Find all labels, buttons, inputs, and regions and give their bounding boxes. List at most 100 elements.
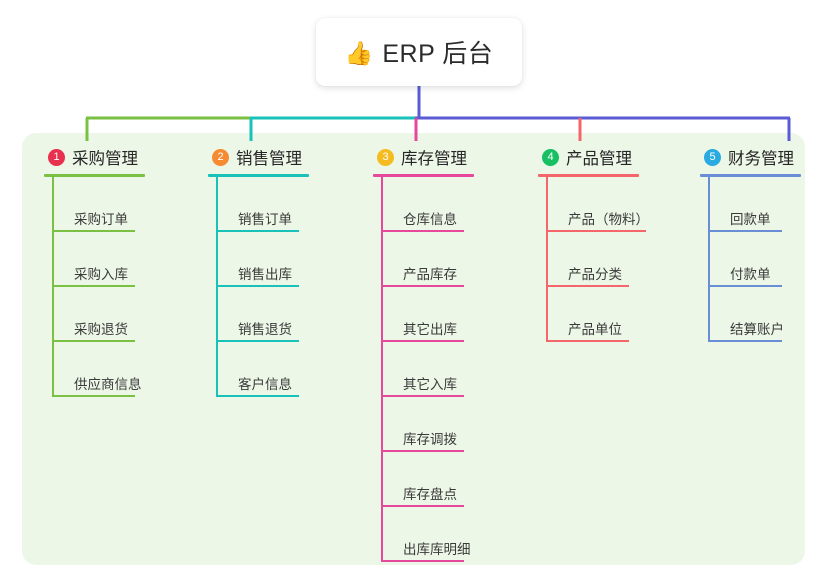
leaf-item[interactable]: 客户信息: [216, 342, 309, 397]
leaf-item[interactable]: 付款单: [708, 232, 801, 287]
column-items-2: 销售订单销售出库销售退货客户信息: [208, 177, 309, 397]
leaf-item[interactable]: 销售出库: [216, 232, 309, 287]
leaf-item[interactable]: 出库库明细: [381, 507, 474, 562]
leaf-item-label: 仓库信息: [403, 211, 457, 227]
column-header-3[interactable]: 3 库存管理: [373, 145, 474, 169]
leaf-item-underline: [381, 230, 464, 232]
column-title-5: 财务管理: [728, 150, 794, 168]
leaf-item[interactable]: 产品分类: [546, 232, 649, 287]
leaf-item-underline: [381, 560, 464, 562]
column-spine-4: [546, 177, 548, 342]
leaf-item-label: 出库库明细: [403, 541, 471, 557]
column-title-1: 采购管理: [72, 150, 138, 168]
column-title-2: 销售管理: [236, 150, 302, 168]
leaf-item-underline: [216, 285, 299, 287]
leaf-item[interactable]: 其它出库: [381, 287, 474, 342]
leaf-item-label: 采购订单: [74, 211, 128, 227]
leaf-item[interactable]: 结算账户: [708, 287, 801, 342]
leaf-item-underline: [708, 230, 782, 232]
leaf-item-label: 库存盘点: [403, 486, 457, 502]
leaf-item[interactable]: 回款单: [708, 177, 801, 232]
leaf-item[interactable]: 供应商信息: [52, 342, 145, 397]
column-header-1[interactable]: 1 采购管理: [44, 145, 145, 169]
leaf-item-label: 结算账户: [730, 321, 784, 337]
column-underline-3: [373, 174, 474, 177]
column-header-4[interactable]: 4 产品管理: [538, 145, 649, 169]
leaf-item-label: 产品（物料）: [568, 211, 649, 227]
column-header-5[interactable]: 5 财务管理: [700, 145, 801, 169]
column-title-3: 库存管理: [401, 150, 467, 168]
column-spine-3: [381, 177, 383, 562]
column-badge-4: 4: [542, 148, 559, 166]
leaf-item[interactable]: 产品库存: [381, 232, 474, 287]
leaf-item[interactable]: 库存调拨: [381, 397, 474, 452]
leaf-item-label: 其它入库: [403, 376, 457, 392]
column-title-4: 产品管理: [566, 150, 632, 168]
column-underline-4: [538, 174, 639, 177]
leaf-item-label: 销售出库: [238, 266, 292, 282]
leaf-item-underline: [52, 395, 135, 397]
leaf-item[interactable]: 销售退货: [216, 287, 309, 342]
leaf-item-underline: [381, 505, 464, 507]
leaf-item-label: 回款单: [730, 211, 771, 227]
leaf-item-underline: [546, 230, 646, 232]
leaf-item-label: 采购退货: [74, 321, 128, 337]
column-badge-5: 5: [704, 148, 721, 166]
leaf-item-underline: [546, 340, 629, 342]
leaf-item-label: 产品库存: [403, 266, 457, 282]
leaf-item-label: 其它出库: [403, 321, 457, 337]
column-items-3: 仓库信息产品库存其它出库其它入库库存调拨库存盘点出库库明细: [373, 177, 474, 562]
leaf-item[interactable]: 采购订单: [52, 177, 145, 232]
leaf-item-underline: [381, 285, 464, 287]
leaf-item[interactable]: 仓库信息: [381, 177, 474, 232]
column-5: 5 财务管理回款单付款单结算账户: [700, 145, 801, 342]
root-node-title: ERP 后台: [382, 40, 494, 68]
root-node[interactable]: 👍 ERP 后台: [316, 18, 522, 86]
column-4: 4 产品管理产品（物料） 产品分类产品单位: [538, 145, 649, 342]
leaf-item-label: 付款单: [730, 266, 771, 282]
column-items-4: 产品（物料） 产品分类产品单位: [538, 177, 649, 342]
leaf-item-label: 产品分类: [568, 266, 622, 282]
leaf-item-underline: [52, 230, 135, 232]
leaf-item-label: 库存调拨: [403, 431, 457, 447]
leaf-item[interactable]: 采购退货: [52, 287, 145, 342]
column-items-1: 采购订单采购入库采购退货供应商信息: [44, 177, 145, 397]
column-spine-2: [216, 177, 218, 397]
column-spine-5: [708, 177, 710, 342]
column-header-2[interactable]: 2 销售管理: [208, 145, 309, 169]
leaf-item-underline: [546, 285, 629, 287]
column-3: 3 库存管理仓库信息产品库存其它出库其它入库库存调拨库存盘点出库库明细: [373, 145, 474, 562]
leaf-item-label: 客户信息: [238, 376, 292, 392]
leaf-item-label: 供应商信息: [74, 376, 142, 392]
column-badge-2: 2: [212, 148, 229, 166]
column-items-5: 回款单付款单结算账户: [700, 177, 801, 342]
leaf-item-label: 采购入库: [74, 266, 128, 282]
diagram-background-panel: [22, 133, 805, 565]
column-1: 1 采购管理采购订单采购入库采购退货供应商信息: [44, 145, 145, 397]
leaf-item[interactable]: 库存盘点: [381, 452, 474, 507]
leaf-item-underline: [216, 230, 299, 232]
column-underline-2: [208, 174, 309, 177]
leaf-item-underline: [381, 450, 464, 452]
leaf-item-underline: [216, 340, 299, 342]
leaf-item-underline: [381, 395, 464, 397]
leaf-item[interactable]: 其它入库: [381, 342, 474, 397]
leaf-item-label: 销售退货: [238, 321, 292, 337]
column-badge-3: 3: [377, 148, 394, 166]
leaf-item-underline: [52, 340, 135, 342]
leaf-item[interactable]: 产品单位: [546, 287, 649, 342]
leaf-item-underline: [708, 285, 782, 287]
leaf-item[interactable]: 产品（物料）: [546, 177, 649, 232]
column-spine-1: [52, 177, 54, 397]
leaf-item-label: 产品单位: [568, 321, 622, 337]
column-2: 2 销售管理销售订单销售出库销售退货客户信息: [208, 145, 309, 397]
leaf-item-label: 销售订单: [238, 211, 292, 227]
leaf-item[interactable]: 采购入库: [52, 232, 145, 287]
leaf-item-underline: [216, 395, 299, 397]
thumbs-up-icon: 👍: [344, 39, 374, 66]
leaf-item-underline: [381, 340, 464, 342]
leaf-item[interactable]: 销售订单: [216, 177, 309, 232]
column-badge-1: 1: [48, 148, 65, 166]
column-underline-5: [700, 174, 801, 177]
